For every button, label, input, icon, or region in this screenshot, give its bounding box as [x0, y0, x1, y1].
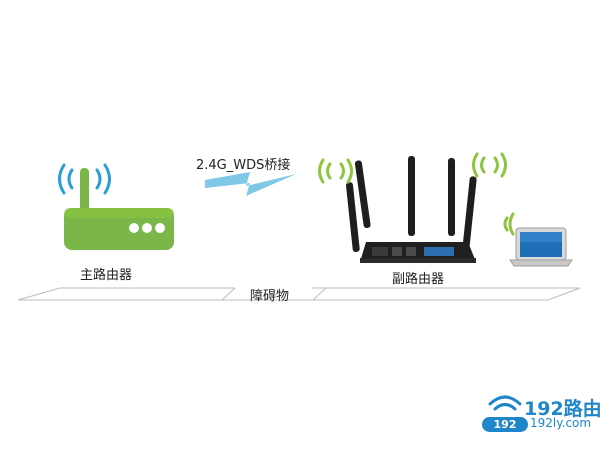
obstacle-label: 障碍物 — [250, 289, 290, 304]
main-router-icon — [64, 168, 174, 250]
sub-router-icon — [345, 156, 477, 263]
watermark-badge: 192 — [482, 417, 528, 432]
wifi-signal-icon — [318, 152, 507, 184]
laptop-icon — [509, 227, 573, 267]
watermark-wifi-icon — [488, 395, 522, 411]
sub-router-label: 副路由器 — [392, 272, 445, 287]
floor-outline-right — [18, 287, 581, 301]
wds-link-label: 2.4G_WDS桥接 — [196, 158, 291, 173]
floor-outline — [17, 287, 235, 301]
watermark-title: 192路由网 — [524, 398, 600, 420]
obstacle-wall-left — [221, 287, 236, 301]
obstacle-wall-right — [312, 287, 327, 301]
wifi-signal-icon — [503, 212, 515, 236]
wifi-signal-icon — [58, 163, 111, 195]
main-router-label: 主路由器 — [80, 268, 133, 283]
lightning-link-icon — [205, 172, 296, 196]
watermark-site: 192ly.com — [530, 416, 592, 430]
